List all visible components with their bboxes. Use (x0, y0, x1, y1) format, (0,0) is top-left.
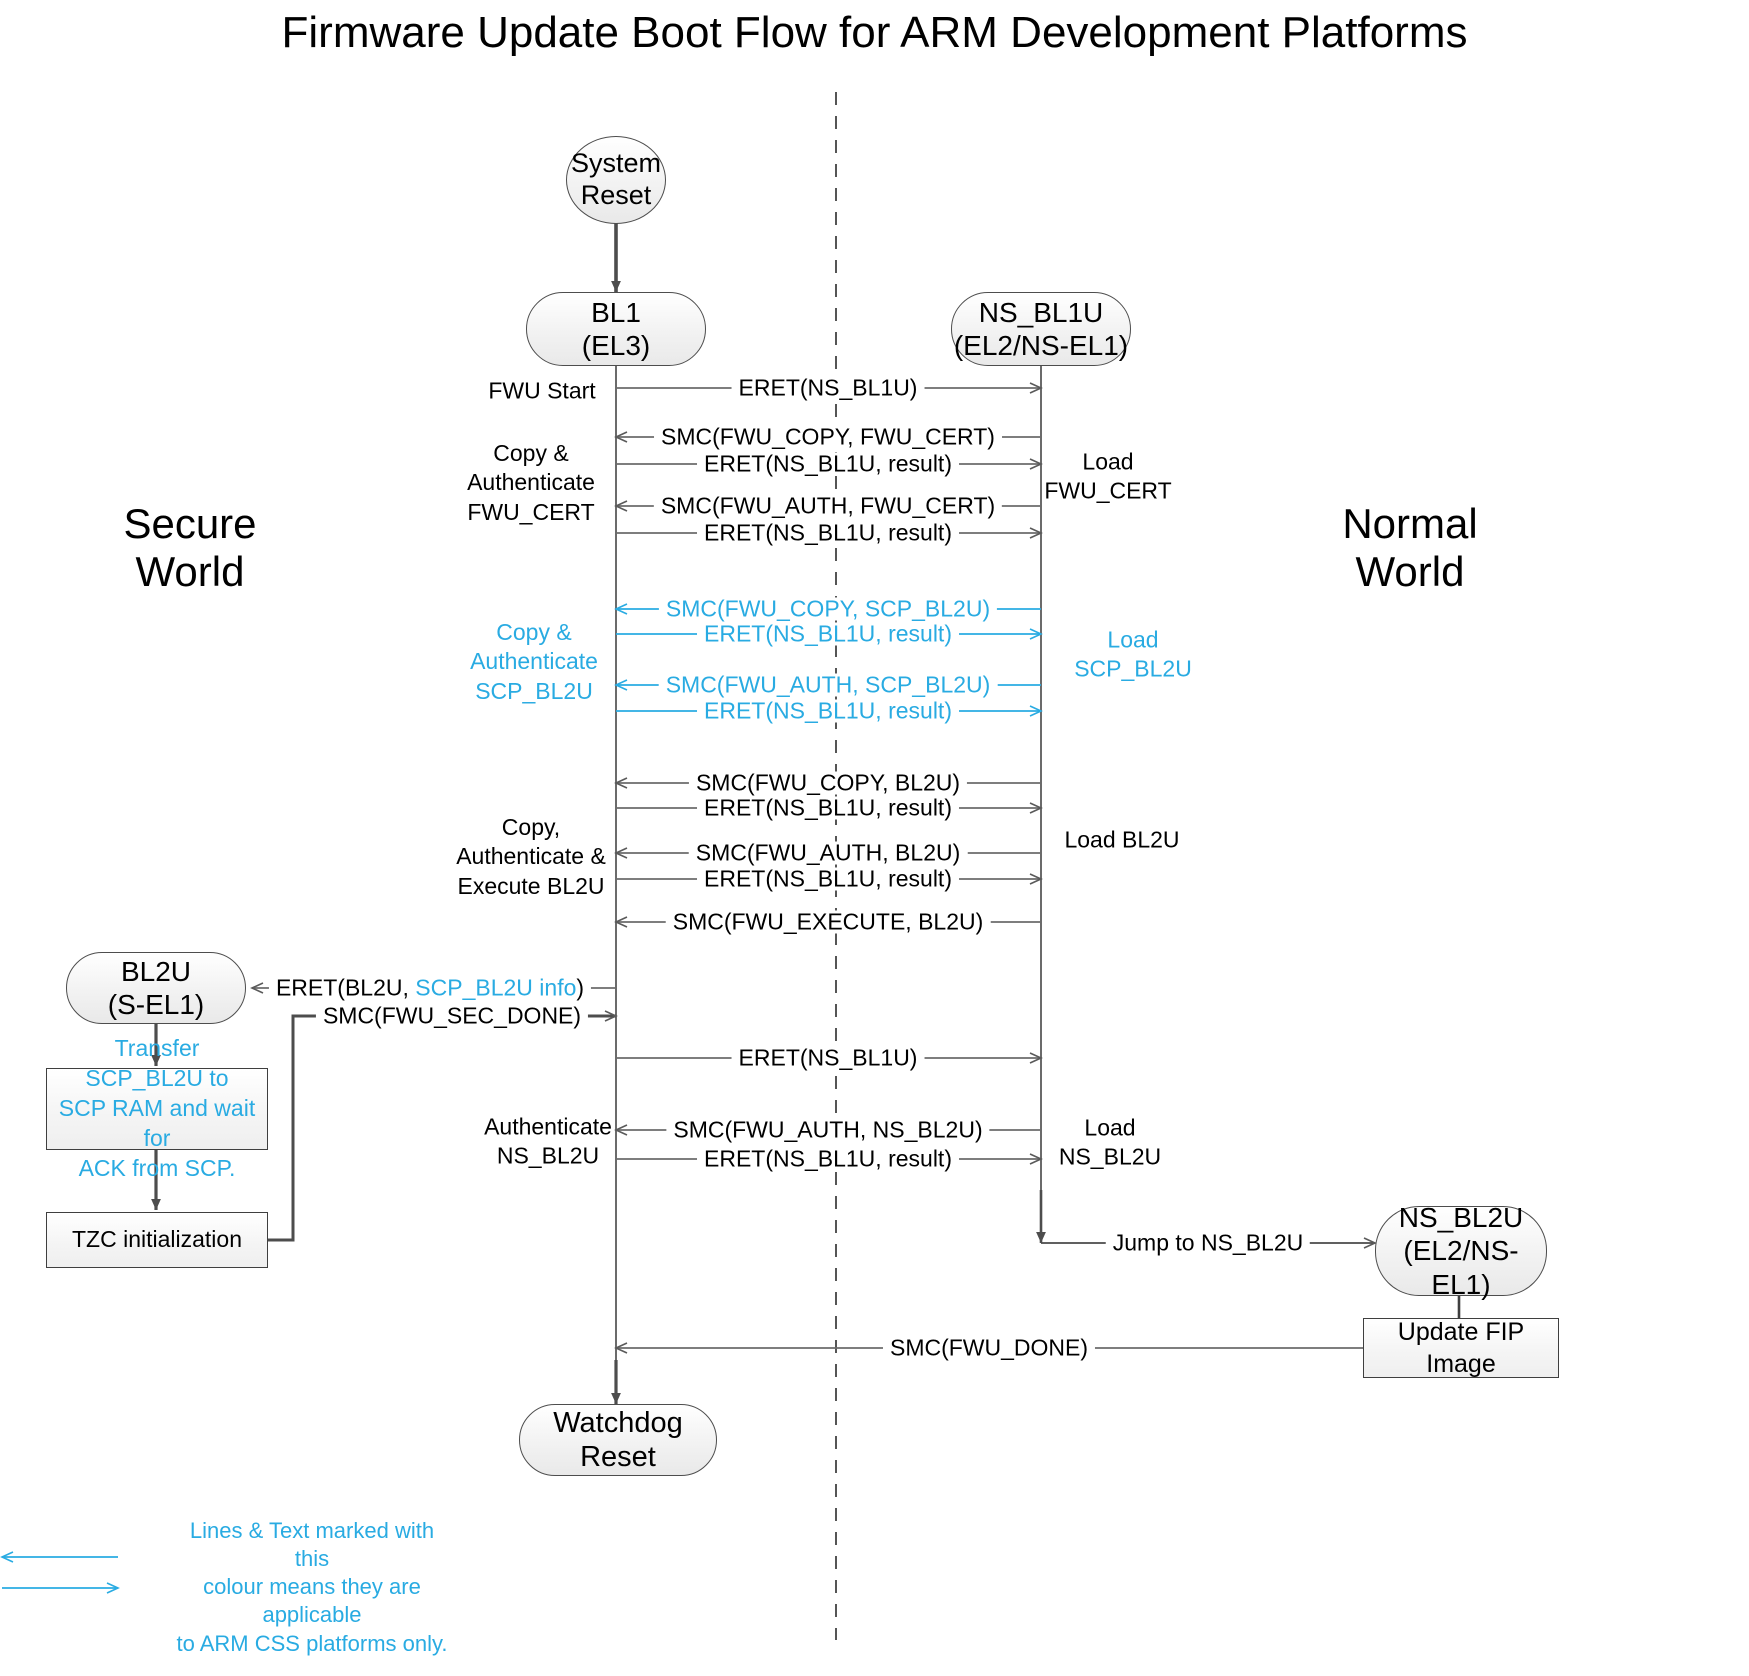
message-label-m15: SMC(FWU_SEC_DONE) (315, 1004, 589, 1028)
node-watchdog-reset[interactable]: Watchdog Reset (519, 1404, 717, 1476)
message-label-m12: SMC(FWU_AUTH, BL2U) (688, 841, 968, 865)
message-label-m3: ERET(NS_BL1U, result) (697, 452, 959, 476)
message-label-m8: SMC(FWU_AUTH, SCP_BL2U) (658, 673, 998, 697)
normal-world-label: Normal World (1342, 500, 1478, 596)
node-system-reset[interactable]: System Reset (566, 136, 666, 224)
page-title: Firmware Update Boot Flow for ARM Develo… (281, 8, 1468, 57)
side-label-copy-auth-exec: Copy, Authenticate & Execute BL2U (456, 813, 606, 899)
message-label-m1: ERET(NS_BL1U) (731, 376, 925, 400)
message-label-m9: ERET(NS_BL1U, result) (697, 699, 959, 723)
node-ns-bl1u[interactable]: NS_BL1U (EL2/NS-EL1) (951, 292, 1131, 366)
side-label-load-scp-bl2u: Load SCP_BL2U (1074, 626, 1192, 682)
side-label-load-fwu-cert: Load FWU_CERT (1044, 448, 1172, 504)
message-label-m5: ERET(NS_BL1U, result) (697, 521, 959, 545)
message-label-m4: SMC(FWU_AUTH, FWU_CERT) (653, 494, 1003, 518)
side-label-copy-auth-scp: Copy & Authenticate SCP_BL2U (470, 618, 598, 704)
secure-world-label: Secure World (123, 500, 257, 596)
message-label-m19: Jump to NS_BL2U (1105, 1231, 1311, 1255)
message-label-m18: ERET(NS_BL1U, result) (697, 1147, 959, 1171)
side-label-auth-ns-bl2u: Authenticate NS_BL2U (484, 1113, 612, 1169)
eret-bl2u-highlight: SCP_BL2U info (415, 974, 577, 1001)
side-label-load-ns-bl2u: Load NS_BL2U (1058, 1114, 1162, 1170)
message-label-m17: SMC(FWU_AUTH, NS_BL2U) (666, 1118, 990, 1142)
message-label-m16: ERET(NS_BL1U) (731, 1046, 925, 1070)
message-label-m2: SMC(FWU_COPY, FWU_CERT) (654, 425, 1002, 449)
side-label-load-bl2u: Load BL2U (1064, 826, 1180, 853)
side-label-copy-auth-cert: Copy & Authenticate FWU_CERT (467, 439, 595, 525)
eret-bl2u-suffix: ) (576, 974, 585, 1001)
message-label-m6: SMC(FWU_COPY, SCP_BL2U) (658, 597, 998, 621)
side-label-fwu-start: FWU Start (488, 377, 596, 404)
message-label-m7: ERET(NS_BL1U, result) (697, 622, 959, 646)
node-ns-bl2u[interactable]: NS_BL2U (EL2/NS-EL1) (1375, 1202, 1547, 1300)
box-update-fip-image[interactable]: Update FIP Image (1363, 1318, 1559, 1378)
box-tzc-initialization[interactable]: TZC initialization (46, 1212, 268, 1268)
message-label-m14: SMC(FWU_EXECUTE, BL2U) (665, 910, 991, 934)
node-bl2u[interactable]: BL2U (S-EL1) (66, 952, 246, 1024)
message-label-m20: SMC(FWU_DONE) (882, 1336, 1096, 1360)
message-label-eret-bl2u: ERET(BL2U, SCP_BL2U info) (268, 974, 592, 1001)
box-transfer-scp-bl2u[interactable]: Transfer SCP_BL2U to SCP RAM and wait fo… (46, 1035, 268, 1181)
node-bl1[interactable]: BL1 (EL3) (526, 292, 706, 366)
eret-bl2u-prefix: ERET(BL2U, (275, 974, 416, 1001)
message-label-m13: ERET(NS_BL1U, result) (697, 867, 959, 891)
legend-note: Lines & Text marked with this colour mea… (176, 1518, 448, 1656)
message-label-m11: ERET(NS_BL1U, result) (697, 796, 959, 820)
message-label-m10: SMC(FWU_COPY, BL2U) (688, 771, 968, 795)
